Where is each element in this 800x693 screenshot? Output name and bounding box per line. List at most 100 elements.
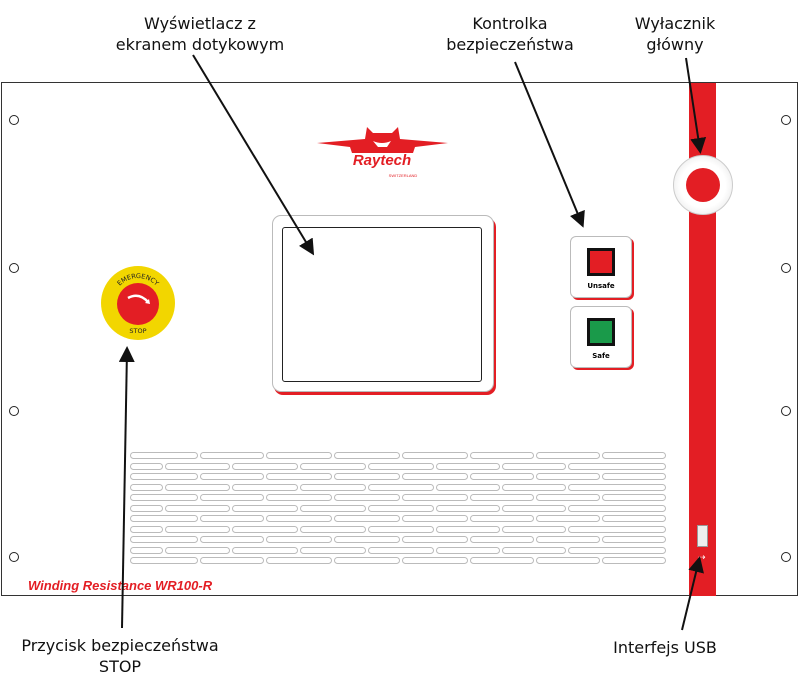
safe-label: Safe	[592, 352, 610, 360]
annotation-line: bezpieczeństwa	[446, 35, 574, 54]
vent-slot	[470, 452, 534, 459]
annotation-line: główny	[646, 35, 704, 54]
vent-slot	[470, 473, 534, 480]
brand-subtitle: SWITZERLAND	[389, 173, 418, 178]
vent-slot	[368, 525, 434, 533]
vent-slot	[568, 462, 666, 470]
vent-slot	[368, 504, 434, 512]
vent-slot	[334, 452, 400, 459]
raytech-logo: Raytech SWITZERLAND	[315, 123, 450, 179]
vent-slot	[334, 557, 400, 564]
vent-slot	[402, 515, 468, 522]
model-name: Winding Resistance WR100-R	[28, 578, 213, 593]
vent-slot	[232, 546, 298, 554]
annotation-safety-light: Kontrolka bezpieczeństwa	[430, 13, 590, 55]
vent-slot	[502, 546, 566, 554]
vent-slot	[502, 525, 566, 533]
vent-slot	[300, 525, 366, 533]
vent-slot	[130, 452, 198, 459]
vent-slot	[436, 462, 500, 470]
vent-slot	[536, 515, 600, 522]
vent-slot	[602, 452, 666, 459]
vent-slot	[536, 473, 600, 480]
vent-slot	[200, 515, 264, 522]
mounting-hole	[9, 263, 19, 273]
vent-slot	[470, 494, 534, 501]
vent-slot	[402, 557, 468, 564]
estop-bottom-text: STOP	[129, 327, 146, 335]
mounting-hole	[781, 406, 791, 416]
vent-slot	[602, 536, 666, 543]
vent-slot	[266, 452, 332, 459]
main-power-switch[interactable]	[673, 155, 733, 215]
mounting-hole	[9, 552, 19, 562]
vent-slot	[502, 504, 566, 512]
annotation-line: Wyłacznik	[634, 14, 716, 33]
vent-slot	[436, 525, 500, 533]
annotation-line: Przycisk bezpieczeństwa	[21, 636, 219, 655]
vent-slot	[402, 536, 468, 543]
mounting-hole	[9, 115, 19, 125]
emergency-stop-button[interactable]: EMERGENCY STOP	[101, 266, 175, 340]
vent-slot	[300, 504, 366, 512]
vent-slot	[602, 557, 666, 564]
vent-slot	[200, 557, 264, 564]
unsafe-indicator: Unsafe	[570, 236, 632, 298]
vent-slot	[266, 536, 332, 543]
vent-slot	[402, 452, 468, 459]
vent-slot	[165, 462, 230, 470]
vent-slot	[232, 483, 298, 491]
vent-slot	[165, 483, 230, 491]
arrow-main-switch	[685, 57, 707, 154]
brand-name: Raytech	[353, 152, 411, 169]
vent-slot	[266, 557, 332, 564]
vent-slot	[536, 494, 600, 501]
annotation-display: Wyświetlacz z ekranem dotykowym	[100, 13, 300, 55]
vent-slot	[130, 546, 163, 554]
usb-port[interactable]	[697, 525, 708, 547]
vent-slot	[334, 515, 400, 522]
vent-slot	[334, 536, 400, 543]
vent-slot	[130, 462, 163, 470]
annotation-line: STOP	[98, 657, 142, 676]
vent-slot	[334, 494, 400, 501]
touchscreen-display[interactable]	[282, 227, 482, 382]
vent-slot	[436, 483, 500, 491]
vent-slot	[130, 557, 198, 564]
vent-slot	[165, 525, 230, 533]
vent-slot	[536, 536, 600, 543]
vent-slot	[200, 536, 264, 543]
safe-lamp	[587, 318, 615, 346]
vent-slot	[334, 473, 400, 480]
mounting-hole	[9, 406, 19, 416]
unsafe-lamp	[587, 248, 615, 276]
vent-slot	[232, 525, 298, 533]
vent-slot	[368, 462, 434, 470]
vent-slot	[200, 473, 264, 480]
vent-slot	[470, 515, 534, 522]
annotation-line: ekranem dotykowym	[115, 35, 285, 54]
vent-slot	[130, 504, 163, 512]
unsafe-label: Unsafe	[587, 282, 615, 290]
vent-slot	[130, 515, 198, 522]
vent-slot	[130, 494, 198, 501]
vent-slot	[232, 462, 298, 470]
vent-slot	[602, 515, 666, 522]
vent-slot	[502, 483, 566, 491]
annotation-main-switch: Wyłacznik główny	[615, 13, 735, 55]
vent-slot	[402, 473, 468, 480]
vent-slot	[130, 473, 198, 480]
vent-slot	[130, 525, 163, 533]
vent-slot	[568, 546, 666, 554]
arrow-display	[192, 54, 315, 256]
vent-slot	[368, 546, 434, 554]
vent-slot	[568, 525, 666, 533]
vent-slot	[232, 504, 298, 512]
switch-knob	[686, 168, 720, 202]
vent-slot	[502, 462, 566, 470]
vent-slot	[266, 515, 332, 522]
vent-slot	[602, 494, 666, 501]
vent-slot	[402, 494, 468, 501]
vent-slot	[200, 452, 264, 459]
